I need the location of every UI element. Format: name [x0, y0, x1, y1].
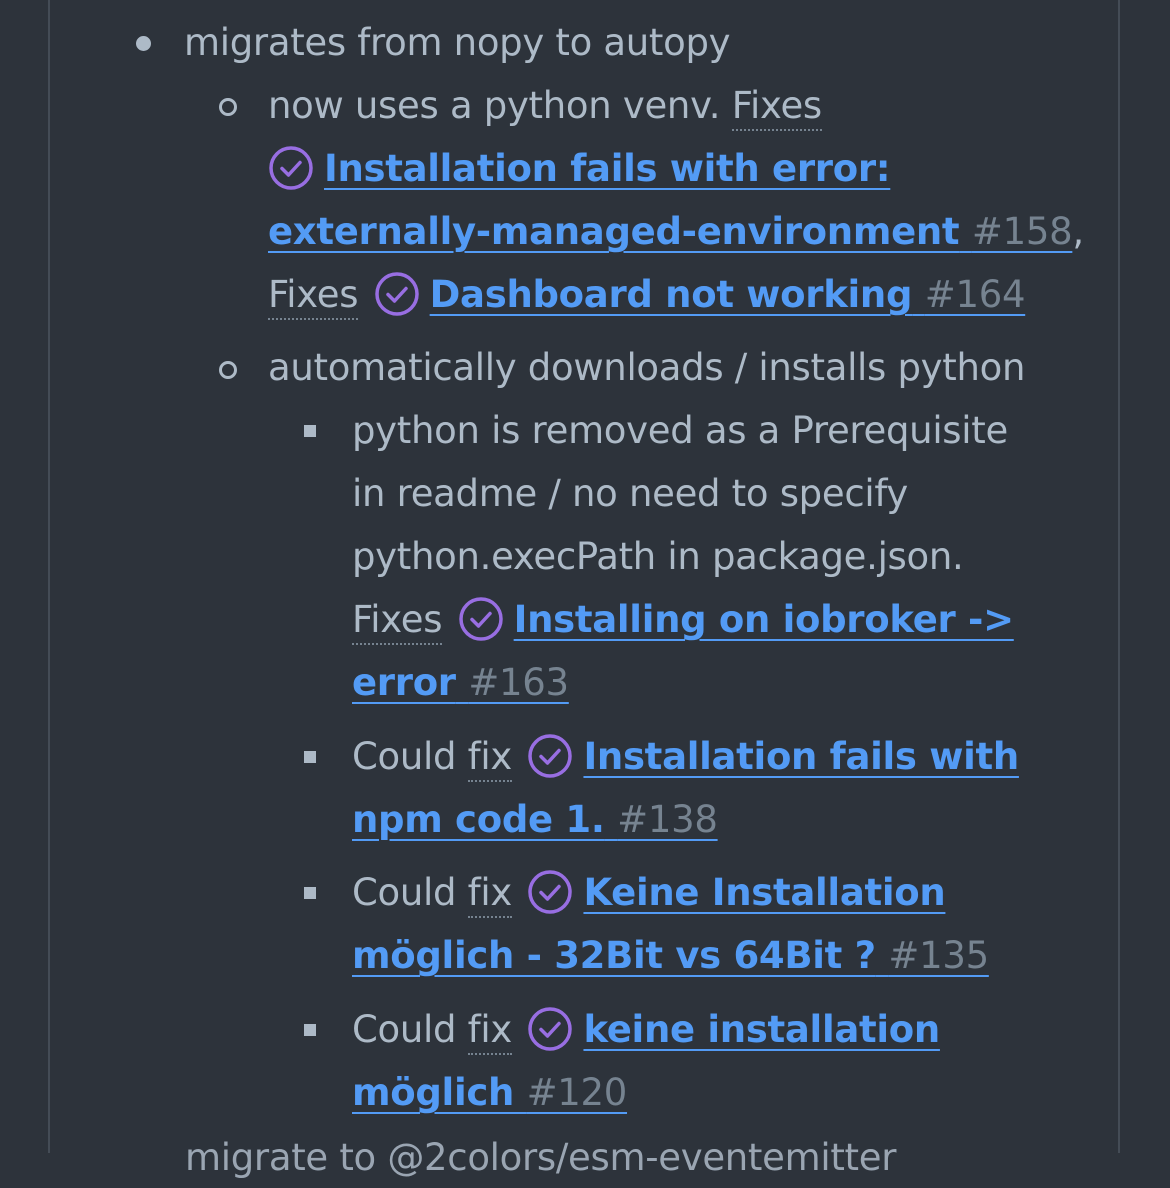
- issue-158-link-part1[interactable]: Installation fails with error:: [324, 147, 891, 190]
- issue-138-title: npm code 1.: [352, 798, 605, 841]
- sub-item-venv-line1: now uses a python venv. Fixes: [268, 82, 822, 131]
- fixes-label: Fixes: [731, 84, 822, 131]
- issue-163-title: error: [352, 661, 456, 704]
- issue-120-title: möglich: [352, 1071, 514, 1114]
- fixes-label: Fixes: [268, 273, 358, 320]
- comma: ,: [1072, 210, 1084, 253]
- list-item-migrate: migrates from nopy to autopy: [184, 21, 731, 64]
- could-fix-135-line1: Could fix Keine Installation: [352, 869, 946, 918]
- fix-label: fix: [467, 871, 512, 918]
- could-fix-138-line2: npm code 1. #138: [352, 796, 718, 844]
- could-fix-135-line2: möglich - 32Bit vs 64Bit ? #135: [352, 932, 989, 980]
- issue-164-title: Dashboard not working: [429, 273, 913, 316]
- prereq-line4: Fixes Installing on iobroker ->: [352, 596, 1014, 645]
- sub-list-bullet: [219, 361, 237, 379]
- could-label: Could: [352, 1008, 457, 1051]
- sub-item-venv-line2: Installation fails with error:: [268, 145, 891, 193]
- fix-label: fix: [467, 735, 512, 782]
- issue-135-link-part1[interactable]: Keine Installation: [583, 871, 946, 914]
- issue-158-number: #158: [971, 210, 1073, 253]
- fixes-label: Fixes: [352, 598, 442, 645]
- issue-closed-icon: [374, 271, 420, 317]
- sub-item-venv-line4: Fixes Dashboard not working #164: [268, 271, 1026, 320]
- issue-163-link-part1[interactable]: Installing on iobroker ->: [513, 598, 1014, 641]
- sub-sub-list-bullet: [304, 425, 316, 437]
- issue-closed-icon: [527, 1006, 573, 1052]
- issue-138-number: #138: [617, 798, 718, 841]
- prereq-line2: in readme / no need to specify: [352, 472, 909, 515]
- sub-sub-list-bullet: [304, 751, 316, 763]
- sub-item-venv-text: now uses a python venv.: [268, 84, 721, 127]
- sub-sub-list-bullet: [304, 1024, 316, 1036]
- issue-135-number: #135: [888, 934, 989, 977]
- could-label: Could: [352, 871, 457, 914]
- could-label: Could: [352, 735, 457, 778]
- issue-closed-icon: [458, 596, 504, 642]
- issue-120-link-part2[interactable]: möglich #120: [352, 1071, 627, 1114]
- sub-list-bullet: [219, 98, 237, 116]
- issue-135-title: möglich - 32Bit vs 64Bit ?: [352, 934, 876, 977]
- next-list-item-partial: migrate to @2colors/esm-eventemitter: [185, 1136, 897, 1179]
- sub-sub-list-bullet: [304, 887, 316, 899]
- prereq-line5: error #163: [352, 659, 569, 707]
- release-notes-body: migrates from nopy to autopy now uses a …: [136, 21, 1084, 1179]
- issue-138-link-part2[interactable]: npm code 1. #138: [352, 798, 718, 841]
- could-fix-120-line2: möglich #120: [352, 1069, 627, 1117]
- prereq-line1: python is removed as a Prerequisite: [352, 409, 1008, 452]
- issue-closed-icon: [268, 145, 314, 191]
- issue-135-link-part2[interactable]: möglich - 32Bit vs 64Bit ? #135: [352, 934, 989, 977]
- issue-138-link-part1[interactable]: Installation fails with: [583, 735, 1019, 778]
- issue-163-number: #163: [468, 661, 569, 704]
- fix-label: fix: [467, 1008, 512, 1055]
- issue-closed-icon: [527, 869, 573, 915]
- sub-item-autodownload: automatically downloads / installs pytho…: [268, 346, 1026, 389]
- issue-164-link[interactable]: Dashboard not working #164: [430, 273, 1026, 316]
- issue-120-number: #120: [526, 1071, 628, 1114]
- could-fix-120-line1: Could fix keine installation: [352, 1006, 940, 1055]
- issue-158-title: externally-managed-environment: [268, 210, 960, 253]
- issue-163-link-part2[interactable]: error #163: [352, 661, 569, 704]
- issue-164-number: #164: [924, 273, 1026, 316]
- prereq-line3: python.execPath in package.json.: [352, 535, 964, 578]
- could-fix-138-line1: Could fix Installation fails with: [352, 733, 1019, 782]
- comment-border-left: [48, 0, 50, 1153]
- list-bullet: [136, 36, 151, 51]
- comment-border-right: [1118, 0, 1120, 1153]
- issue-closed-icon: [527, 733, 573, 779]
- sub-item-venv-line3: externally-managed-environment #158,: [268, 208, 1084, 256]
- issue-158-link-part2[interactable]: externally-managed-environment #158: [268, 210, 1073, 253]
- issue-120-link-part1[interactable]: keine installation: [583, 1008, 940, 1051]
